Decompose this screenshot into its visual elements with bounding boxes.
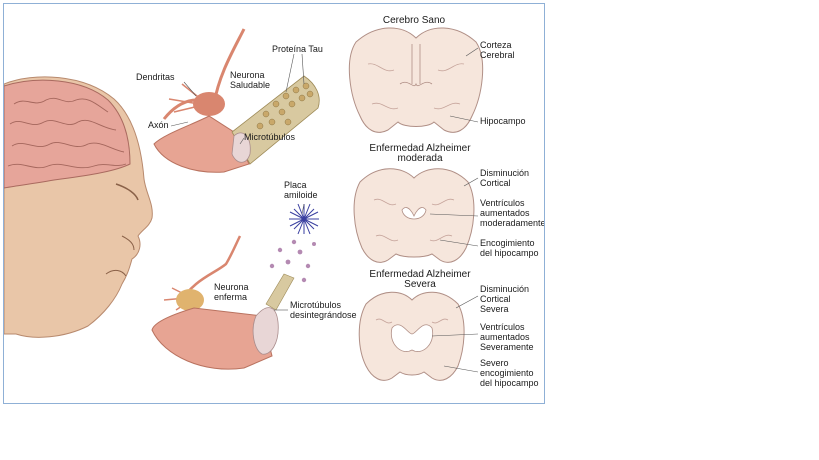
diseased-neuron-illustration — [151, 203, 319, 370]
label-neurona-enferma: Neurona enferma — [214, 282, 249, 302]
label-dendritas: Dendritas — [136, 72, 175, 82]
annotation-ventriculos-severos: Ventrículos aumentados Severamente — [480, 322, 534, 352]
annotation-severo-encogimiento: Severo encogimiento del hipocampo — [480, 358, 539, 388]
head-profile — [4, 76, 153, 338]
annotation-disminucion-cortical: Disminución Cortical — [480, 168, 530, 188]
label-placa-amiloide: Placa amiloide — [284, 180, 318, 200]
annotation-ventriculos-moderados: Ventrículos aumentados moderadamente — [480, 198, 545, 228]
healthy-neuron-illustration — [153, 28, 320, 173]
label-axon: Axón — [148, 120, 169, 130]
annotation-hipocampo: Hipocampo — [480, 116, 526, 126]
illustration-frame: Dendritas Neurona Saludable Proteína Tau… — [3, 3, 545, 404]
brain-section-healthy — [348, 27, 484, 133]
leader-lines — [170, 47, 479, 373]
panel-title-healthy: Cerebro Sano — [382, 15, 446, 26]
brain-section-severe — [358, 291, 465, 381]
brain-in-head — [4, 79, 131, 189]
label-neurona-saludable: Neurona Saludable — [230, 70, 271, 90]
brain-section-moderate — [353, 168, 475, 263]
illustration-svg — [4, 27, 484, 381]
panel-title-severe: Enfermedad Alzheimer Severa — [369, 269, 471, 290]
annotation-corteza-cerebral: Corteza Cerebral — [480, 40, 515, 60]
annotation-disminucion-cortical-severa: Disminución Cortical Severa — [480, 284, 530, 314]
label-microtubulos: Microtúbulos — [244, 132, 296, 142]
panel-title-moderate: Enfermedad Alzheimer moderada — [369, 143, 471, 164]
label-microtubulos-desintegrandose: Microtúbulos desintegrándose — [290, 300, 357, 320]
amyloid-plaque — [289, 203, 319, 235]
label-proteina-tau: Proteína Tau — [272, 44, 323, 54]
annotation-encogimiento-hipocampo: Encogimiento del hipocampo — [480, 238, 539, 258]
